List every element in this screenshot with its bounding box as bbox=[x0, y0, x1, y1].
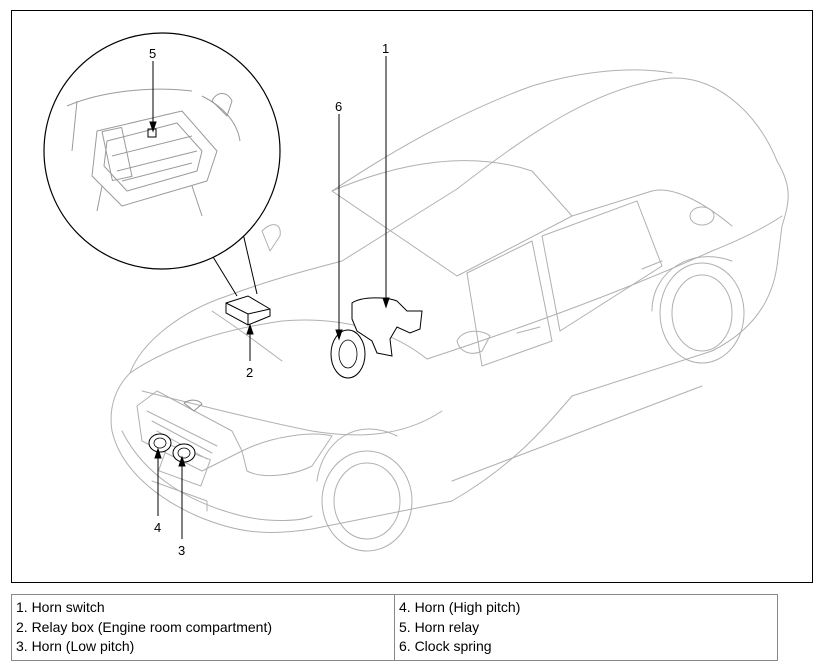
side-window-front bbox=[466, 240, 553, 367]
legend-item-horn-low-pitch: 3. Horn (Low pitch) bbox=[16, 638, 135, 654]
horn-switch bbox=[351, 297, 423, 357]
front-wheel bbox=[321, 450, 413, 552]
roof-line bbox=[331, 69, 673, 192]
horn-low-pitch bbox=[172, 443, 196, 463]
windshield bbox=[331, 160, 573, 277]
callout-2: 2 bbox=[246, 365, 253, 380]
car-horn-diagram: 1 6 5 2 4 3 bbox=[43, 32, 789, 558]
front-bumper bbox=[121, 430, 313, 522]
legend-table: 1. Horn switch 2. Relay box (Engine room… bbox=[11, 594, 778, 661]
legend-item-horn-relay: 5. Horn relay bbox=[399, 618, 480, 635]
relay-box bbox=[225, 295, 271, 326]
legend-item-horn-switch: 1. Horn switch bbox=[16, 599, 105, 615]
clock-spring bbox=[330, 329, 366, 379]
legend-item-relay-box: 2. Relay box (Engine room compartment) bbox=[16, 618, 272, 635]
side-window-rear bbox=[541, 200, 663, 332]
legend-item-clock-spring: 6. Clock spring bbox=[399, 638, 492, 654]
beltline bbox=[426, 215, 783, 360]
emblem bbox=[183, 399, 203, 412]
relay-box-magnified bbox=[91, 110, 218, 207]
callout-3: 3 bbox=[178, 543, 185, 558]
rocker-line bbox=[451, 385, 703, 482]
legend-item-horn-high-pitch: 4. Horn (High pitch) bbox=[399, 599, 521, 615]
diagram-frame: 1 6 5 2 4 3 bbox=[11, 10, 813, 583]
callout-4: 4 bbox=[154, 520, 161, 535]
horn-high-pitch bbox=[148, 433, 172, 453]
side-mirror bbox=[456, 330, 491, 354]
callout-1: 1 bbox=[382, 41, 389, 56]
legend-column-left: 1. Horn switch 2. Relay box (Engine room… bbox=[11, 594, 395, 661]
callout-6: 6 bbox=[335, 99, 342, 114]
magnified-view-circle bbox=[43, 32, 281, 270]
legend-column-right: 4. Horn (High pitch) 5. Horn relay 6. Cl… bbox=[394, 594, 778, 661]
car-body-outline bbox=[110, 77, 789, 533]
headlight bbox=[241, 433, 333, 476]
rear-wheel bbox=[659, 262, 745, 364]
callout-5: 5 bbox=[149, 46, 156, 61]
